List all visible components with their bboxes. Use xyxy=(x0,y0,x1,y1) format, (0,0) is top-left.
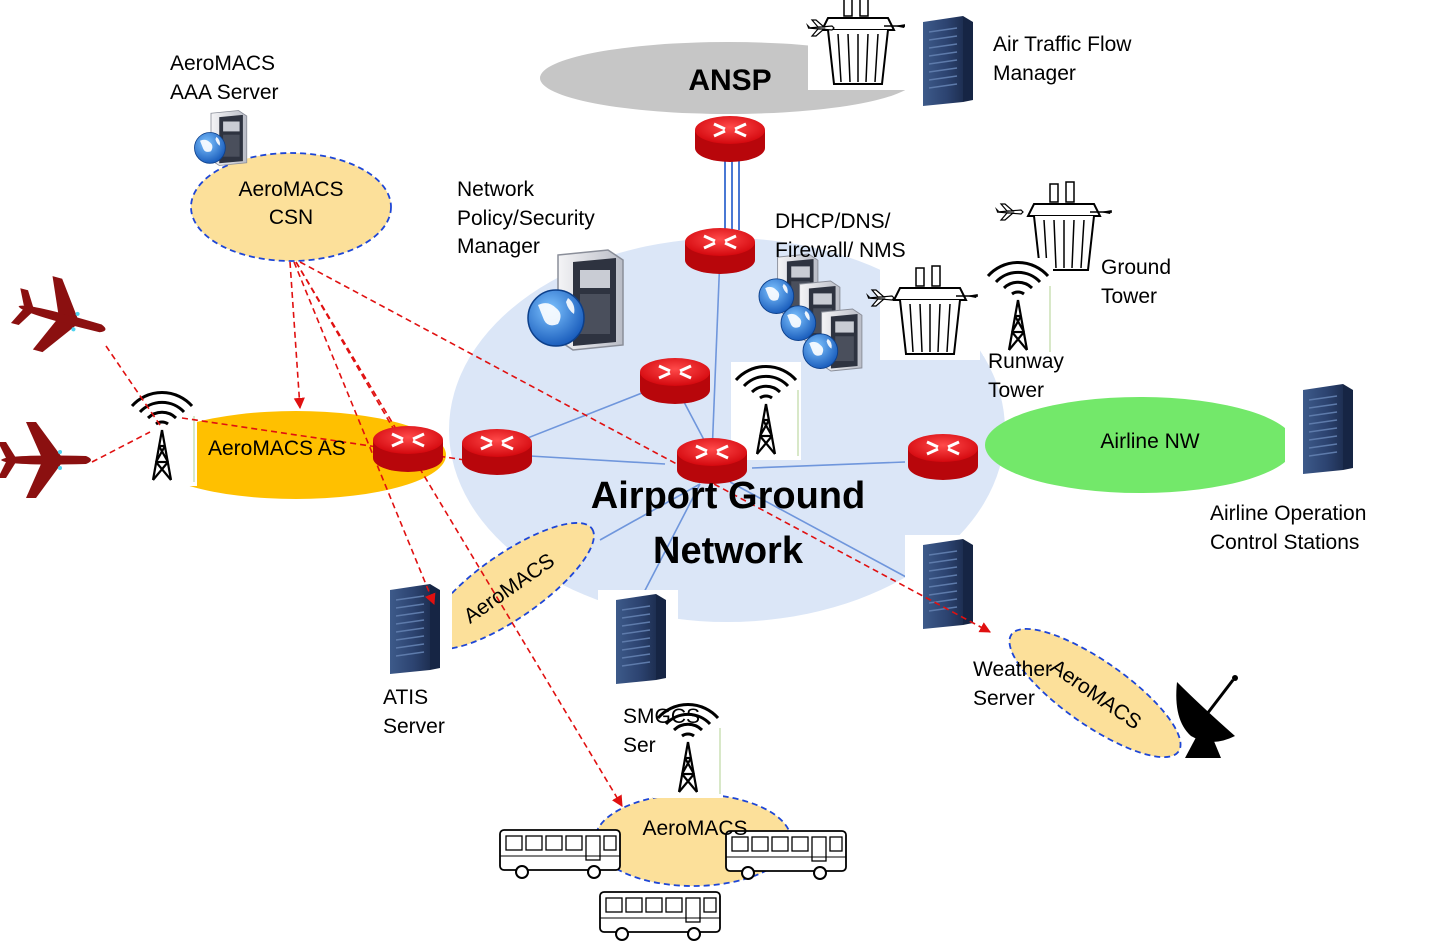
aeromacs-weather-zone xyxy=(1008,627,1182,759)
core-label-line1: Airport Ground xyxy=(591,475,865,517)
server-icon xyxy=(904,534,986,636)
aeromacs-vehicles-label: AeroMACS xyxy=(642,817,747,840)
csn-label-line1: AeroMACS xyxy=(238,178,343,201)
csn-label-line2: CSN xyxy=(269,206,313,229)
ground-tower-label-line2: Tower xyxy=(1101,285,1157,308)
aaa-label-line2: AAA Server xyxy=(170,81,279,104)
npsm-label-line3: Manager xyxy=(457,235,540,258)
atis-label-line2: Server xyxy=(383,715,445,738)
aeromacs-as-area xyxy=(146,411,446,499)
aeromacs-as-label: AeroMACS AS xyxy=(208,437,346,460)
globe-server-icon xyxy=(527,249,624,351)
control-tower-icon xyxy=(865,261,981,361)
atis-label-line1: ATIS xyxy=(383,686,428,709)
router-icon xyxy=(693,114,767,164)
bus-icon xyxy=(499,829,621,879)
atfm-label-line1: Air Traffic Flow xyxy=(993,33,1132,56)
router-icon xyxy=(683,226,757,276)
airline-nw-label: Airline NW xyxy=(1100,430,1199,453)
dhcp-label-line1: DHCP/DNS/ xyxy=(775,210,891,233)
core-label-line2: Network xyxy=(653,530,804,572)
dhcp-label-line2: Firewall/ NMS xyxy=(775,239,906,262)
antenna-tower-icon xyxy=(981,256,1055,358)
smgcs-label-line1: SMGCS xyxy=(623,705,700,728)
server-icon xyxy=(1284,379,1366,481)
aircraft-icon xyxy=(0,422,91,498)
runway-tower-label-line1: Runway xyxy=(988,350,1064,373)
server-icon xyxy=(371,579,453,681)
satellite-dish-icon xyxy=(1176,675,1238,758)
aeromacs-csn-area xyxy=(190,152,392,262)
airline-nw-area xyxy=(985,397,1295,493)
weather-label-line1: Weather xyxy=(973,658,1052,681)
npsm-label-line2: Policy/Security xyxy=(457,207,595,230)
aircraft-icon xyxy=(5,268,116,367)
aocs-label-line2: Control Stations xyxy=(1210,531,1359,554)
aocs-label-line1: Airline Operation xyxy=(1210,502,1366,525)
ansp-label: ANSP xyxy=(688,64,771,97)
router-icon xyxy=(906,432,980,482)
server-icon xyxy=(904,11,986,113)
globe-server-icon xyxy=(194,110,248,166)
server-icon xyxy=(597,589,679,691)
atfm-label-line2: Manager xyxy=(993,62,1076,85)
aeromacs-links xyxy=(91,261,991,807)
weather-label-line2: Server xyxy=(973,687,1035,710)
ansp-trunk-link xyxy=(724,150,740,230)
aaa-label-line1: AeroMACS xyxy=(170,52,275,75)
runway-tower-label-line2: Tower xyxy=(988,379,1044,402)
router-icon xyxy=(460,427,534,477)
control-tower-icon xyxy=(805,0,909,91)
smgcs-label-line2: Ser xyxy=(623,734,656,757)
ground-tower-label-line1: Ground xyxy=(1101,256,1171,279)
npsm-label-line1: Network xyxy=(457,178,535,201)
bus-icon xyxy=(599,891,721,941)
antenna-tower-icon xyxy=(125,386,199,488)
router-icon xyxy=(371,424,445,474)
router-icon xyxy=(638,356,712,406)
